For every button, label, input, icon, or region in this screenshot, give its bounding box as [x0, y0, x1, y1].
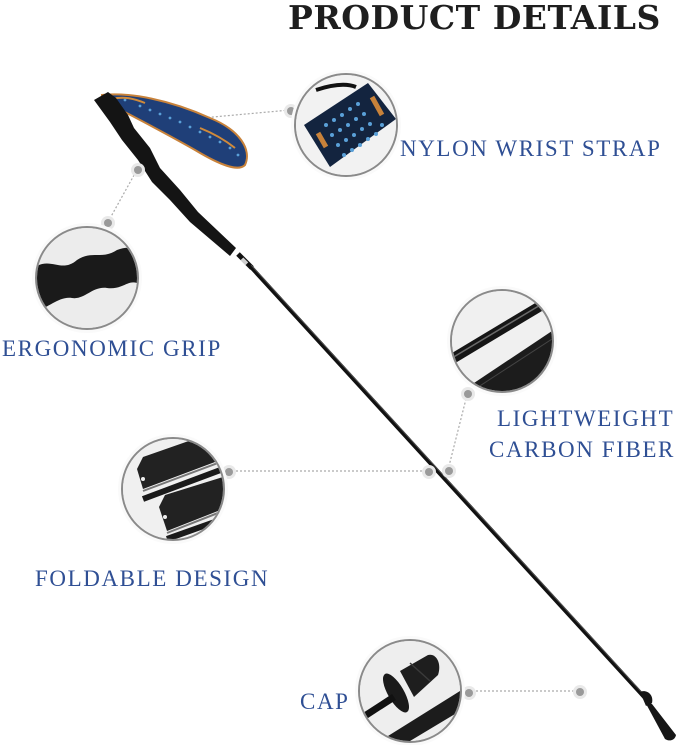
connector-dot [104, 219, 112, 227]
rubber-tip-cap-closeup-icon [358, 639, 462, 743]
connector-dot [464, 390, 472, 398]
connector-dot [425, 468, 433, 476]
connector-dot [287, 107, 295, 115]
connector-dot [445, 467, 453, 475]
feature-label-carbon-fiber: CARBON FIBER [489, 437, 675, 462]
feature-label-lightweight: LIGHTWEIGHT [497, 406, 675, 431]
feature-label-ergonomic-grip: ERGONOMIC GRIP [2, 336, 222, 361]
grip-closeup-icon [35, 226, 139, 330]
connector-dot [465, 689, 473, 697]
connector-dot [134, 166, 142, 174]
page-title: PRODUCT DETAILS [288, 0, 661, 37]
connector-dot [225, 468, 233, 476]
folded-sections-closeup-icon [121, 437, 225, 541]
carbon-tube-closeup-icon [450, 289, 554, 393]
connector-dot [576, 688, 584, 696]
feature-label-cap: CAP [300, 689, 350, 714]
feature-label-nylon-wrist-strap: NYLON WRIST STRAP [400, 136, 662, 161]
wrist-strap-closeup-icon [294, 73, 398, 177]
feature-label-foldable-design: FOLDABLE DESIGN [35, 566, 270, 591]
